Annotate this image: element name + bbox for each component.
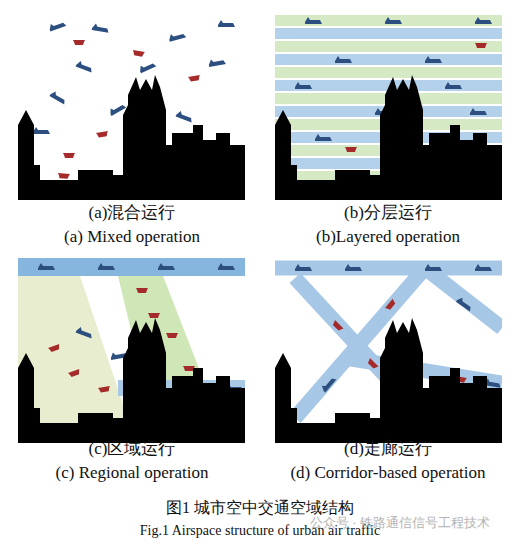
aircraft-icon [76, 326, 94, 338]
aircraft-icon [425, 56, 442, 63]
green-layer [275, 67, 502, 78]
panel-background [275, 258, 502, 443]
city-skyline [275, 318, 502, 443]
city-skyline [18, 318, 245, 443]
aircraft-icon [456, 296, 474, 311]
aircraft-icon [176, 110, 194, 122]
evtol-icon [345, 147, 357, 152]
evtol-icon [475, 43, 487, 48]
evtol-icon [148, 313, 160, 318]
aircraft-icon [345, 264, 362, 271]
aircraft-icon [385, 17, 402, 24]
evtol-icon [98, 386, 111, 393]
aircraft-icon [475, 264, 492, 271]
blue-layer [275, 54, 502, 65]
aircraft-icon [158, 263, 175, 270]
city-skyline [275, 75, 502, 200]
aircraft-icon [335, 56, 352, 63]
aircraft-icon [50, 90, 68, 105]
panel-label: (b)Layered operation [316, 228, 460, 247]
corridor-panel [275, 258, 502, 443]
panel-background [18, 258, 245, 443]
aircraft-icon [445, 82, 462, 89]
aircraft-icon [315, 134, 332, 141]
panel-label: (d)走廊运行 [344, 440, 432, 459]
evtol-icon [331, 320, 343, 332]
panel-background [18, 15, 245, 200]
aircraft-icon [295, 264, 312, 271]
evtol-icon [68, 369, 81, 378]
aircraft-icon [295, 82, 312, 89]
aircraft-icon [108, 102, 126, 117]
aircraft-icon [470, 108, 487, 115]
aircraft-icon [92, 23, 110, 33]
mixed-panel [18, 15, 245, 200]
panel-label: (b)分层运行 [344, 204, 432, 223]
evtol-icon [96, 131, 109, 138]
city-skyline [18, 75, 245, 200]
aircraft-icon [33, 127, 50, 134]
evtol-icon [385, 299, 397, 311]
evtol-icon [166, 333, 178, 338]
top-region [18, 258, 245, 276]
panel-label: (a)混合运行 [89, 204, 176, 223]
figure-caption: 图1 城市空中交通空域结构 [166, 499, 354, 517]
panel-label: (c)区域运行 [89, 440, 176, 459]
panel-background [275, 15, 502, 200]
watermark: 公众号 · 铁路通信信号工程技术 [310, 516, 490, 530]
layered-panel [275, 15, 502, 200]
corridor [275, 261, 502, 276]
aircraft-icon [218, 263, 235, 270]
aircraft-icon [76, 60, 94, 72]
evtol-icon [58, 173, 70, 179]
panel-label: (a) Mixed operation [64, 228, 200, 247]
aircraft-icon [168, 31, 186, 42]
evtol-icon [63, 153, 75, 158]
panel-label: (d) Corridor-based operation [290, 464, 485, 483]
evtol-icon [366, 358, 378, 370]
aircraft-icon [475, 17, 492, 24]
aircraft-icon [98, 263, 115, 270]
green-layer [275, 15, 502, 26]
green-layer [275, 41, 502, 52]
evtol-icon [48, 344, 61, 353]
aircraft-icon [218, 20, 235, 27]
evtol-icon [136, 288, 148, 293]
aircraft-icon [320, 375, 336, 393]
evtol-icon [73, 40, 85, 45]
corridor [425, 268, 502, 328]
regional-panel [18, 258, 245, 443]
blue-layer [275, 28, 502, 39]
panel-label: (c) Regional operation [56, 464, 209, 483]
aircraft-icon [208, 57, 226, 67]
evtol-icon [132, 50, 145, 57]
aircraft-icon [305, 17, 322, 24]
aircraft-icon [425, 264, 442, 271]
aircraft-icon [138, 60, 156, 74]
aircraft-icon [38, 263, 55, 270]
aircraft-icon [48, 19, 66, 31]
evtol-icon [188, 75, 201, 82]
